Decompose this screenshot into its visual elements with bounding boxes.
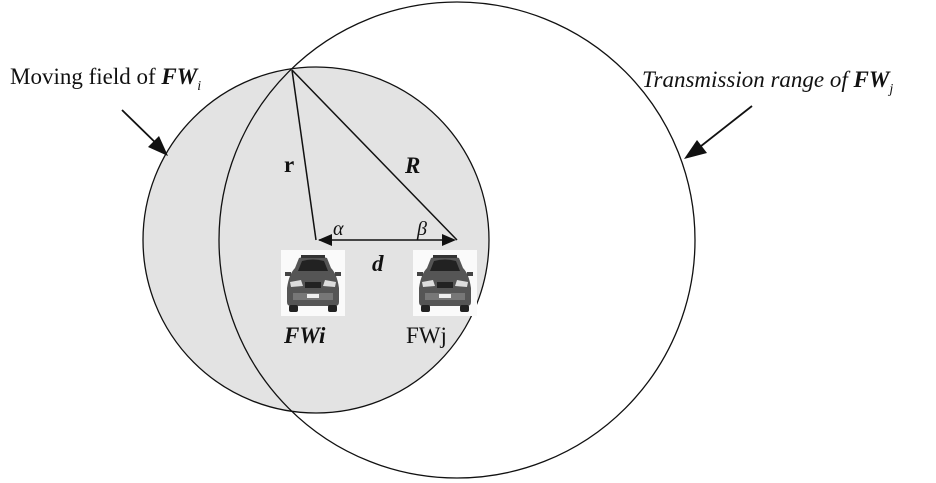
fwj-label: FWj	[406, 323, 447, 348]
car-fwj-icon	[413, 250, 477, 316]
alpha-label: α	[333, 218, 344, 240]
transmission-arrow-icon	[684, 140, 707, 159]
R-label: R	[404, 153, 420, 178]
moving-field-label: Moving field of FWi	[10, 64, 201, 94]
transmission-arrow-shaft	[695, 105, 753, 151]
fwi-label: FWi	[283, 323, 326, 348]
d-label: d	[372, 251, 384, 276]
radius-r-line	[291, 69, 317, 241]
beta-label: β	[416, 218, 427, 240]
d-arrow-left-icon	[318, 234, 332, 246]
radius-R-line	[291, 69, 458, 241]
d-arrow-right-icon	[442, 234, 456, 246]
r-label: r	[284, 152, 294, 177]
moving-field-arrow-icon	[148, 136, 168, 156]
car-fwi-icon	[281, 250, 345, 316]
transmission-range-label: Transmission range of FWj	[642, 67, 893, 97]
transmission-range-circle	[218, 1, 696, 479]
